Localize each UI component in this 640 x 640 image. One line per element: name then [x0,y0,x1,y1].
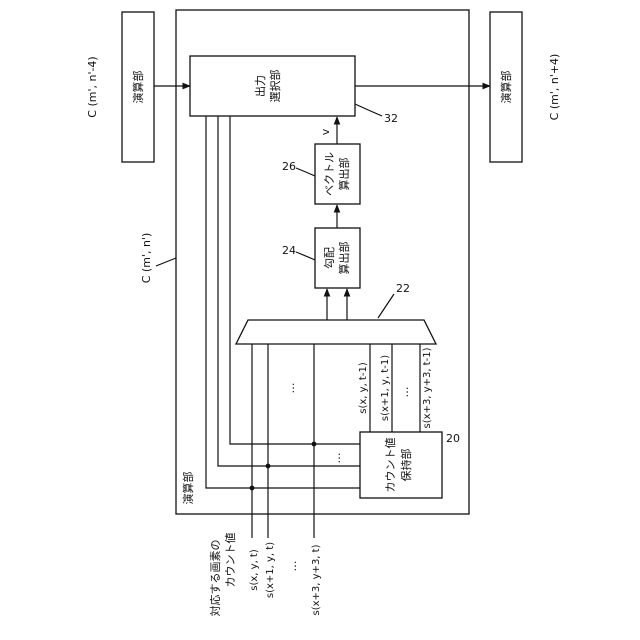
main-unit-leader [156,258,176,266]
held-ellipsis: … [398,387,411,398]
held-label-1: s(x, y, t-1) [358,362,369,414]
input-label-1: s(x, y, t) [249,549,260,591]
main-unit-caption: C (m', n') [140,233,153,284]
mux-trapezoid [236,320,436,344]
count-holder-ref: 20 [446,432,460,445]
right-unit-label: 演算部 [499,71,513,104]
vector-calc-ref: 26 [282,160,296,173]
count-holder-line1: カウント値 [384,438,397,493]
main-unit-label: 演算部 [181,472,195,505]
vector-calc-line1: ベクトル [323,152,336,196]
held-label-3: s(x+3, y+3, t-1) [422,347,433,428]
held-label-2: s(x+1, y, t-1) [380,355,391,421]
junction-dot-1 [250,486,255,491]
vector-calc-line2: 算出部 [337,158,351,191]
input-label-3: s(x+3, y+3, t) [311,544,322,615]
input-label-2: s(x+1, y, t) [265,542,276,598]
mux-ref: 22 [396,282,410,295]
right-unit-caption: C (m', n'+4) [548,54,561,121]
gradient-calc-line1: 勾配 [323,247,336,269]
input-caption-line1: 対応する画素の [208,540,222,617]
input-ellipsis: … [286,561,299,572]
gradient-calc-line2: 算出部 [337,242,351,275]
v-label: v [319,128,332,135]
output-selector-ref: 32 [384,112,398,125]
count-holder-line2: 保持部 [399,449,413,482]
feedback-ellipsis: … [330,453,343,464]
left-unit-label: 演算部 [131,71,145,104]
left-unit-caption: C (m', n'-4) [86,56,99,117]
junction-dot-3 [312,442,317,447]
input-caption-line2: カウント値 [224,533,237,588]
gradient-calc-ref: 24 [282,244,296,257]
junction-dot-2 [266,464,271,469]
output-selector-line2: 選択部 [268,70,282,103]
output-selector-line1: 出力 [253,75,267,97]
mux-input-ellipsis: … [284,383,297,394]
